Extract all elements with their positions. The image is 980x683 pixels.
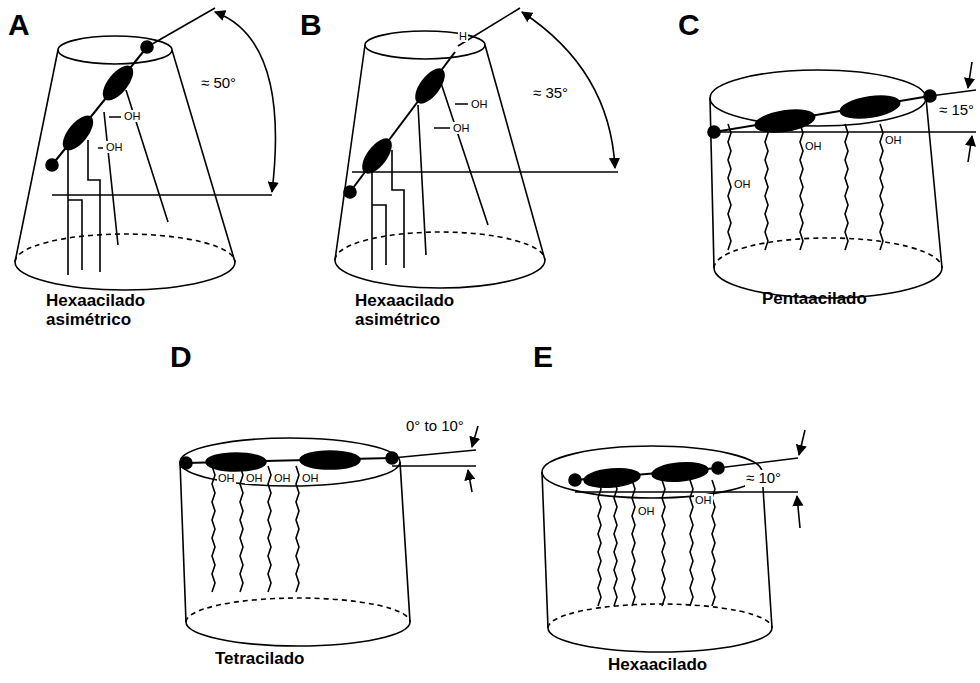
acyl-chain <box>268 466 271 592</box>
acyl-chain <box>212 466 215 592</box>
lipid-a-molecule <box>569 461 724 490</box>
acyl-chain <box>240 466 243 592</box>
panel-letter: D <box>170 340 192 373</box>
angle-marker <box>352 8 618 172</box>
acyl-chain <box>598 480 601 606</box>
hydroxyl-label: OH <box>470 98 489 110</box>
acyl-chain <box>728 124 731 250</box>
angle-marker <box>720 62 976 162</box>
angle-value: ≈ 15° <box>938 102 975 119</box>
cylinder-outline <box>710 70 942 298</box>
angle-value: ≈ 10° <box>745 470 782 487</box>
cylinder-outline <box>542 446 772 652</box>
acyl-chain <box>632 480 635 606</box>
lipid-a-molecule <box>708 90 936 138</box>
hydroxyl-label: H <box>458 30 468 42</box>
cone-outline <box>335 31 545 288</box>
caption-text: Pentaacilado <box>762 290 867 309</box>
acyl-chain <box>765 124 768 250</box>
hydroxyl-label: OH <box>245 472 264 484</box>
hydroxyl-label: OH <box>694 494 713 506</box>
lipid-a-molecule <box>46 41 168 275</box>
hydroxyl-label: OH <box>105 141 124 153</box>
angle-value: 0° to 10° <box>405 418 465 435</box>
hydroxyl-label: OH <box>452 122 471 134</box>
hydroxyl-label: OH <box>273 472 292 484</box>
hydroxyl-label: OH <box>217 472 236 484</box>
hydroxyl-label: OH <box>884 134 903 146</box>
hydroxyl-label: OH <box>301 472 320 484</box>
acyl-chain <box>614 480 617 606</box>
caption-text: Hexaacilado <box>608 656 707 675</box>
hydroxyl-label: OH <box>123 110 142 122</box>
panel-letter: A <box>8 8 30 41</box>
caption-text: Tetracilado <box>215 650 304 669</box>
caption-text: Hexaacilado asimétrico <box>355 292 485 329</box>
cylinder-outline <box>180 438 410 646</box>
angle-marker <box>52 8 275 195</box>
caption-text: Hexaacilado asimétrico <box>46 292 176 329</box>
hydroxyl-label: OH <box>733 178 752 190</box>
panel-letter: C <box>678 8 700 41</box>
lipid-a-molecule <box>344 52 488 270</box>
acyl-chain <box>296 466 299 592</box>
angle-marker <box>392 426 478 492</box>
panel-letter: E <box>533 340 553 373</box>
acyl-chain <box>662 480 665 606</box>
fatty-acid-chains <box>212 124 883 606</box>
acyl-chain <box>880 124 883 250</box>
hydroxyl-label: OH <box>637 505 656 517</box>
acyl-chain <box>690 480 693 606</box>
acyl-chain <box>800 124 803 250</box>
hydroxyl-label: OH <box>804 140 823 152</box>
angle-marker <box>575 430 805 528</box>
angle-value: ≈ 50° <box>200 75 237 92</box>
panel-letter: B <box>300 8 322 41</box>
acyl-chain <box>845 124 848 250</box>
angle-value: ≈ 35° <box>532 85 569 102</box>
